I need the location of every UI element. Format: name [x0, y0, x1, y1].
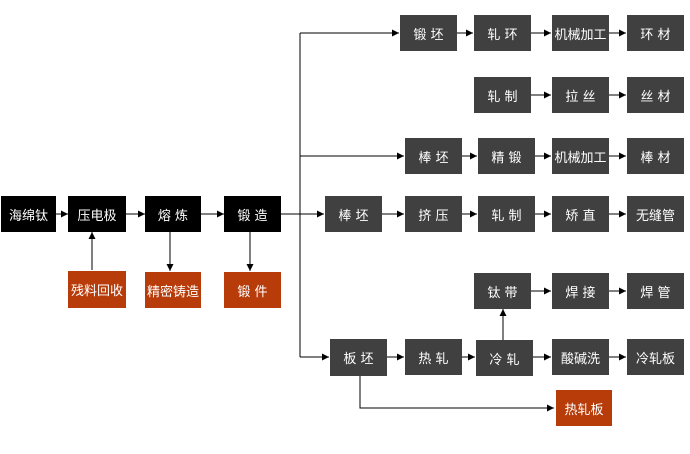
- node-machining-1: 机械加工: [552, 15, 609, 51]
- node-hot-rolled-plate: 热轧板: [556, 390, 612, 426]
- node-hot-rolling: 热 轧: [405, 339, 462, 375]
- node-press-electrode: 压电极: [68, 196, 126, 232]
- node-rolling-4: 轧 制: [478, 196, 535, 232]
- node-finish-forging: 精 锻: [478, 138, 535, 174]
- node-sponge-titanium: 海绵钛: [1, 196, 56, 232]
- node-forging-process: 锻 造: [224, 196, 281, 232]
- node-forged-parts: 锻 件: [224, 272, 281, 308]
- node-wire-drawing: 拉 丝: [552, 77, 609, 113]
- node-scrap-recycling: 残料回收: [68, 271, 126, 308]
- node-rolling-2: 轧 制: [474, 77, 531, 113]
- node-extrusion: 挤 压: [405, 196, 462, 232]
- node-bar-billet-2: 棒 坯: [325, 196, 382, 232]
- node-ring-product: 环 材: [627, 15, 684, 51]
- node-titanium-strip: 钛 带: [474, 273, 531, 309]
- node-straightening: 矫 直: [552, 196, 609, 232]
- node-slab: 板 坯: [330, 339, 387, 376]
- node-cold-rolling: 冷 轧: [476, 340, 533, 376]
- node-ring-rolling: 轧 环: [474, 15, 531, 51]
- node-machining-2: 机械加工: [552, 138, 609, 174]
- node-precision-casting: 精密铸造: [145, 272, 201, 308]
- node-welding: 焊 接: [552, 273, 609, 309]
- node-bar-billet-1: 棒 坯: [405, 138, 462, 174]
- node-cold-rolled-plate: 冷轧板: [627, 339, 684, 375]
- node-wire-product: 丝 材: [627, 77, 684, 113]
- node-forge-billet: 锻 坯: [400, 15, 457, 51]
- node-bar-product: 棒 材: [627, 138, 684, 174]
- node-smelting: 熔 炼: [145, 196, 201, 232]
- node-welded-tube: 焊 管: [627, 273, 684, 309]
- node-pickling: 酸碱洗: [552, 339, 609, 375]
- node-seamless-tube: 无缝管: [627, 196, 684, 232]
